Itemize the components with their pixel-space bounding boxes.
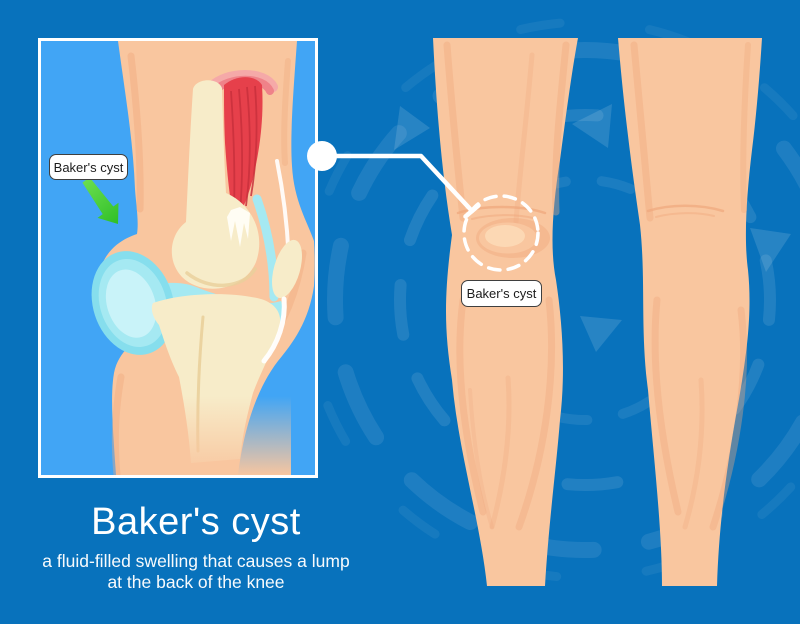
- watermark-arrowhead-icon: [394, 106, 430, 150]
- right-leg-silhouette: [618, 38, 762, 586]
- watermark-middle-arc: [394, 109, 776, 491]
- callout-connector-line: [319, 153, 475, 214]
- leg-cyst-label: Baker's cyst: [461, 280, 542, 307]
- callout-end-tick: [463, 203, 481, 219]
- patellar-ligament: [261, 296, 287, 364]
- cyst-bump: [476, 218, 550, 258]
- bone-fade-overlay: [136, 396, 291, 475]
- cyst-highlight-dashed-circle: [462, 194, 540, 272]
- knee-crease-line: [646, 204, 725, 213]
- watermark-outer-arc: [327, 42, 800, 558]
- knee-cross-section-illustration: [91, 41, 315, 475]
- right-leg: [618, 38, 762, 586]
- page-title: Baker's cyst: [91, 501, 301, 543]
- right-leg-shading: [630, 41, 751, 531]
- leg-cyst-label-text: Baker's cyst: [466, 286, 537, 301]
- callout-origin-dot: [307, 141, 337, 171]
- inset-cyst-label-text: Baker's cyst: [53, 159, 124, 175]
- femur-bone: [171, 80, 260, 289]
- watermark-arrowhead-icon: [572, 104, 612, 148]
- tibia-bone: [151, 294, 281, 463]
- green-arrow-icon: [82, 177, 119, 224]
- inset-cyst-label: Baker's cyst: [49, 154, 128, 180]
- tendon-fringe: [227, 207, 250, 247]
- caption-block: Baker's cyst a fluid-filled swelling tha…: [28, 501, 364, 593]
- watermark-arrowhead-icon: [580, 316, 622, 352]
- knee-anatomy-inset: [38, 38, 318, 478]
- patella-bone: [272, 239, 302, 299]
- subtitle-line-1: a fluid-filled swelling that causes a lu…: [42, 550, 350, 571]
- knee-crease-line: [456, 205, 547, 215]
- bakers-cyst-sac: [91, 251, 175, 355]
- condyle-shading: [185, 267, 257, 287]
- left-leg-silhouette: [433, 38, 578, 586]
- watermark-arrowhead-icon: [750, 228, 791, 272]
- left-leg: [433, 38, 578, 586]
- subtitle-line-2: at the back of the knee: [107, 571, 285, 592]
